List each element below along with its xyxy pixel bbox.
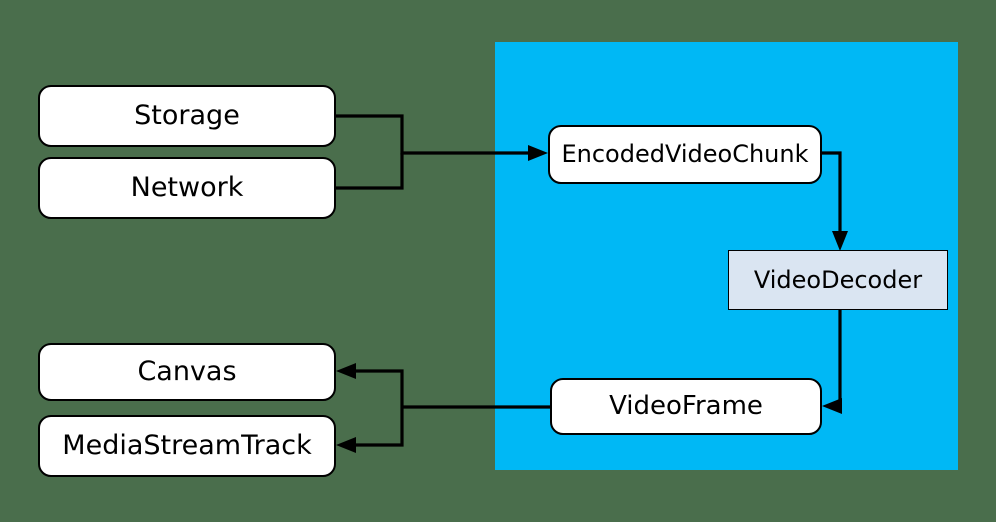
node-encodedvideochunk[interactable]: EncodedVideoChunk [548, 125, 822, 184]
node-mediastreamtrack[interactable]: MediaStreamTrack [38, 415, 336, 477]
arrowhead-to-canvas [336, 363, 356, 379]
node-storage-label: Storage [134, 100, 240, 132]
node-encodedvideochunk-label: EncodedVideoChunk [561, 140, 809, 169]
node-videoframe-label: VideoFrame [609, 391, 763, 422]
node-canvas[interactable]: Canvas [38, 343, 336, 401]
node-videodecoder[interactable]: VideoDecoder [728, 250, 948, 310]
node-videoframe[interactable]: VideoFrame [550, 378, 822, 435]
edge-split-to-canvas [351, 369, 404, 407]
edge-network-to-chunk [336, 153, 404, 190]
node-network[interactable]: Network [38, 157, 336, 219]
edge-split-to-mediastreamtrack [351, 407, 404, 447]
node-storage[interactable]: Storage [38, 85, 336, 147]
node-canvas-label: Canvas [137, 356, 237, 388]
node-videodecoder-label: VideoDecoder [753, 265, 923, 294]
arrowhead-to-mediastreamtrack [336, 437, 356, 453]
node-network-label: Network [130, 172, 244, 204]
node-mediastreamtrack-label: MediaStreamTrack [62, 430, 312, 462]
